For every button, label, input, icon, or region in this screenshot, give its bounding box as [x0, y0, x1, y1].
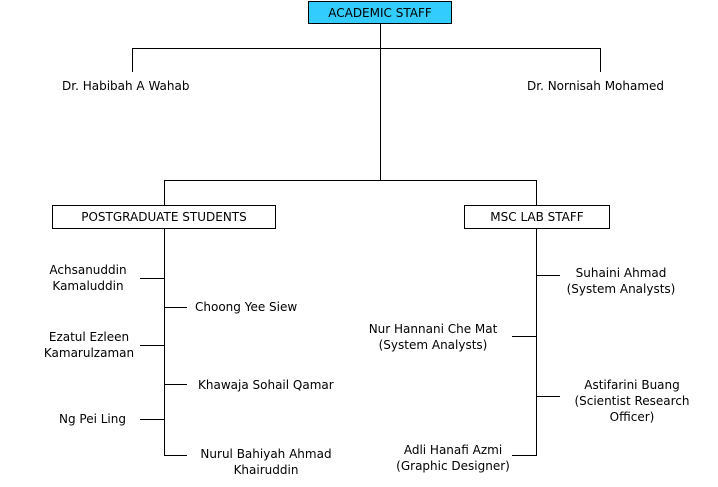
- group-label-lab-staff: MSC LAB STAFF: [490, 210, 584, 224]
- postgrad-member-6: Nurul Bahiyah Ahmad Khairuddin: [200, 447, 332, 477]
- root-box-academic-staff: ACADEMIC STAFF: [308, 1, 452, 24]
- lab-member-1: Suhaini Ahmad (System Analysts): [566, 266, 676, 296]
- group-label-postgraduate: POSTGRADUATE STUDENTS: [81, 210, 247, 224]
- head-right: Dr. Nornisah Mohamed: [527, 79, 665, 93]
- root-label: ACADEMIC STAFF: [328, 5, 432, 20]
- lab-member-3: Astifarini Buang (Scientist Research Off…: [574, 378, 690, 424]
- lab-member-4: Adli Hanafi Azmi (Graphic Designer): [396, 443, 510, 473]
- lab-member-2: Nur Hannani Che Mat (System Analysts): [368, 322, 498, 352]
- group-box-postgraduate: POSTGRADUATE STUDENTS: [52, 205, 276, 229]
- postgrad-member-2: Choong Yee Siew: [195, 300, 298, 314]
- group-box-lab-staff: MSC LAB STAFF: [464, 205, 610, 229]
- postgrad-member-1: Achsanuddin Kamaluddin: [49, 263, 127, 293]
- postgrad-member-4: Khawaja Sohail Qamar: [198, 378, 334, 392]
- postgrad-member-5: Ng Pei Ling: [59, 412, 126, 426]
- head-left: Dr. Habibah A Wahab: [62, 79, 190, 93]
- postgrad-member-3: Ezatul Ezleen Kamarulzaman: [43, 330, 135, 360]
